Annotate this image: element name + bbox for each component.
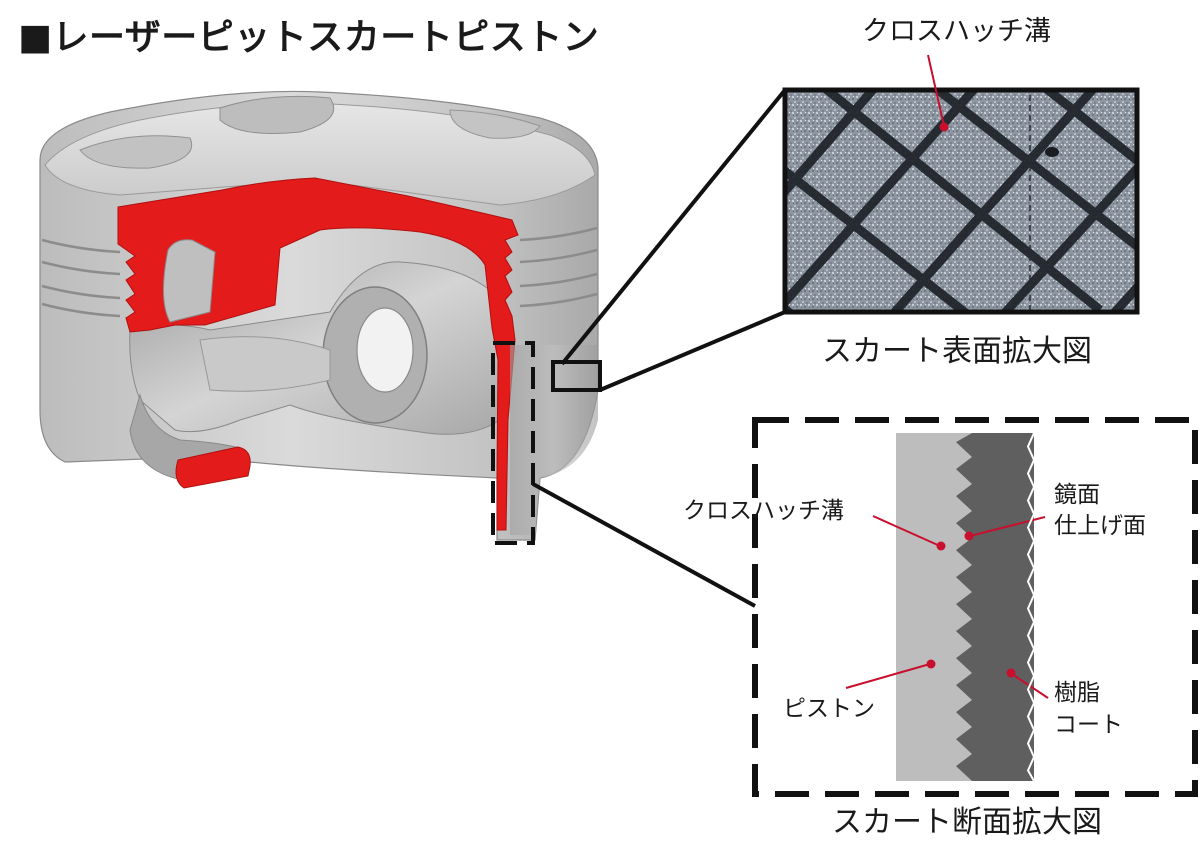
piston-cutaway-section bbox=[117, 177, 519, 531]
label-piston: ピストン bbox=[783, 696, 875, 722]
label-mirror-line2: 仕上げ面 bbox=[1054, 513, 1146, 539]
crosshatch-grooves bbox=[785, 90, 1137, 312]
surface-marker-box bbox=[551, 360, 602, 392]
ring-grooves-right bbox=[519, 226, 598, 308]
resin-coat-layer bbox=[956, 433, 1034, 781]
skirt-section-view bbox=[896, 433, 1034, 781]
label-resin-line2: コート bbox=[1054, 712, 1123, 738]
section-inset-frame bbox=[752, 417, 1198, 797]
mirror-finish-edge bbox=[1026, 432, 1036, 782]
label-crosshatch-section: クロスハッチ溝 bbox=[683, 498, 844, 524]
surface-micrograph bbox=[782, 87, 1140, 315]
label-resin-line1: 樹脂 bbox=[1054, 680, 1100, 706]
page-title: ■レーザーピットスカートピストン bbox=[18, 17, 600, 58]
leader-crosshatch-top bbox=[927, 54, 945, 127]
connector-line-top-b bbox=[599, 310, 786, 392]
connector-line-top-a bbox=[560, 88, 787, 366]
micrograph-frame bbox=[782, 87, 1140, 315]
connector-line-section bbox=[532, 482, 756, 608]
piston-illustration bbox=[39, 90, 599, 541]
pin-bore bbox=[356, 307, 414, 393]
caption-section-magnified: スカート断面拡大図 bbox=[832, 805, 1102, 840]
skirt-highlight-box bbox=[491, 341, 535, 545]
caption-surface-magnified: スカート表面拡大図 bbox=[822, 334, 1092, 369]
label-mirror-line1: 鏡面 bbox=[1054, 482, 1100, 508]
label-crosshatch-top: クロスハッチ溝 bbox=[862, 16, 1051, 47]
leader-piston bbox=[845, 663, 931, 689]
leader-mirror bbox=[969, 516, 1046, 537]
leader-crosshatch-section bbox=[872, 515, 941, 547]
ring-grooves-left bbox=[41, 238, 121, 318]
